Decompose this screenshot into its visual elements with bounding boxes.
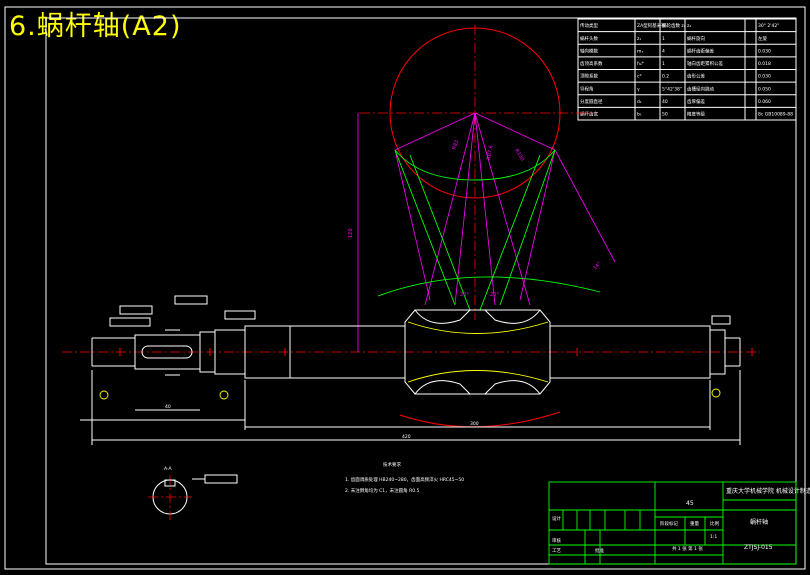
param-cell: 传动类型 [580, 22, 598, 29]
svg-text:20°: 20° [490, 292, 499, 298]
param-cell: 齿形公差 [687, 73, 705, 80]
param-cell: 0.050 [758, 86, 771, 92]
svg-text:14°: 14° [592, 261, 603, 272]
param-cell: 40 [662, 99, 668, 105]
svg-text:120: 120 [348, 228, 354, 238]
param-cell: 4 [662, 48, 665, 54]
tb-drawing-no: ZTJSJ-015 [744, 544, 773, 551]
worm-shaft-main-view: 420 300 40 [62, 295, 760, 445]
param-cell: d₁ [637, 99, 642, 105]
param-cell: 8c GB10089-88 [758, 112, 793, 118]
param-cell: hₐ* [637, 61, 645, 67]
svg-text:R87.6: R87.6 [486, 145, 494, 160]
param-cell: 0.030 [758, 48, 771, 54]
tb-weight: 重量 [690, 520, 699, 527]
worm-teeth [414, 309, 541, 395]
dim-total: 420 [402, 434, 411, 440]
svg-text:R83: R83 [451, 139, 460, 150]
param-cell: 精度等级 [687, 111, 705, 118]
param-cell: 30° 2'42" [758, 23, 779, 29]
drawing-title: 6.蜗杆轴(A2) [9, 11, 182, 42]
notes-line-2: 2. 未注倒角均为 C1，未注圆角 R0.5 [345, 487, 420, 494]
param-cell: 5°42'38" [662, 86, 682, 92]
worm-wheel-view: R83 R87.6 R100 120 14° 20° 20° [348, 25, 616, 428]
param-cell: 轴向模数 [580, 47, 598, 54]
param-cell: 齿顶高系数 [580, 60, 603, 67]
notes-heading: 技术要求 [383, 461, 401, 468]
param-cell: mₓ [637, 49, 643, 54]
param-cell: 齿槽径向跳动 [687, 85, 714, 92]
param-cell: 齿厚偏差 [687, 98, 705, 105]
param-cell: 0.030 [758, 74, 771, 80]
green-tooth-profile [394, 149, 556, 181]
param-cell: 0.018 [758, 61, 771, 67]
tb-stage: 阶段标记 [660, 520, 678, 527]
param-cell: 蜗杆旋向 [687, 35, 705, 42]
param-cell: z₁ [637, 37, 641, 42]
param-cell: b₁ [637, 112, 642, 118]
param-cell: ZA型阿基米德 [637, 22, 666, 29]
notes-line-1: 1. 齿面调质处理 HB240~280，齿面高频淬火 HRC45~50 [345, 476, 464, 483]
param-cell: 导程角 [580, 85, 594, 92]
tb-approve: 批准 [595, 547, 604, 554]
param-cell: 分度圆直径 [580, 98, 603, 105]
param-cell: 顶隙系数 [580, 73, 598, 80]
tb-sheet: 共 1 张 第 1 张 [672, 545, 703, 552]
tb-material: 45 [686, 500, 694, 507]
param-cell: 50 [662, 112, 668, 118]
inner-frame [45, 17, 797, 565]
param-cell: 1 [662, 61, 665, 67]
param-cell: z₂ [687, 24, 691, 29]
param-cell: 蜗杆齿距偏差 [687, 47, 714, 54]
outer-frame [4, 6, 806, 570]
param-cell: γ [637, 87, 640, 92]
section-view: A-A [148, 466, 238, 520]
tb-process: 工艺 [552, 548, 561, 554]
dim-key: 40 [165, 404, 171, 410]
tb-checker: 审核 [552, 537, 561, 544]
svg-text:R100: R100 [513, 148, 525, 162]
param-cell: 0.060 [758, 99, 771, 105]
title-block: 重庆大学机械学院 机械设计制造及其自动化 蜗杆轴 ZTJSJ-015 45 1:… [548, 481, 810, 565]
svg-text:20°: 20° [460, 292, 469, 298]
param-cell: c* [637, 74, 642, 80]
param-cell: 蜗轮齿数 z₂ [662, 22, 686, 29]
dim-shaft: 300 [470, 421, 479, 427]
param-cell: 蜗杆齿宽 [580, 111, 598, 118]
tb-scale: 1:1 [710, 534, 717, 540]
technical-notes: 技术要求 1. 齿面调质处理 HB240~280，齿面高频淬火 HRC45~50… [345, 461, 464, 494]
tb-company: 重庆大学机械学院 机械设计制造及其自动化 [726, 487, 810, 495]
tb-ratio: 比例 [710, 520, 719, 527]
keyway [141, 345, 193, 359]
section-label: A-A [164, 466, 173, 472]
param-cell: 左旋 [758, 35, 767, 42]
shaft-outline [91, 309, 741, 395]
tb-part-name: 蜗杆轴 [750, 518, 768, 526]
param-cell: 0.2 [662, 74, 669, 80]
param-cell: 轴向齿距累积公差 [687, 60, 723, 67]
param-cell: 1 [662, 36, 665, 42]
param-cell: 蜗杆头数 [580, 35, 598, 42]
tb-designer: 设计 [552, 515, 561, 522]
